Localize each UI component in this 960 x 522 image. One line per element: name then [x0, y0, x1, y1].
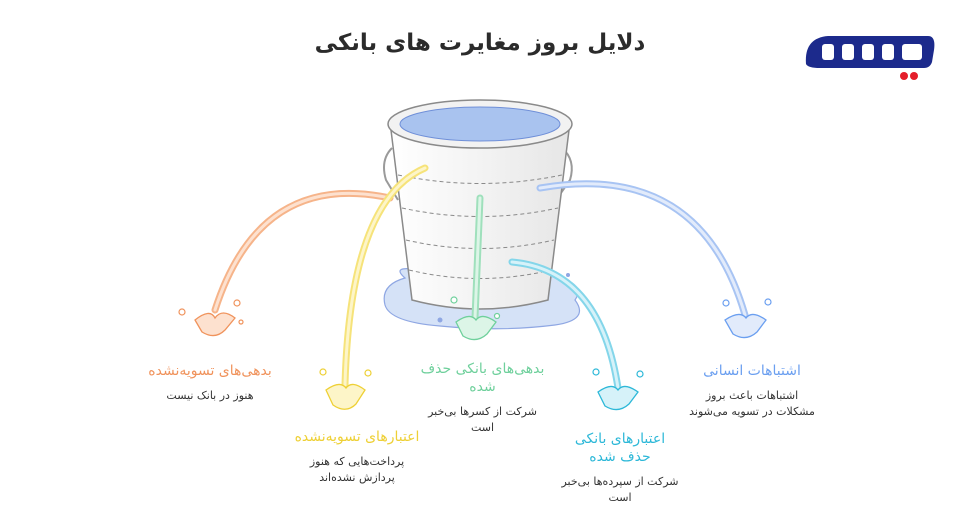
cause-description-line: شرکت از سپرده‌ها بی‌خبر	[561, 475, 679, 488]
cause-description-line: پرداخت‌هایی که هنوز	[309, 455, 405, 468]
cause-heading: اعتبارهای تسویه‌نشده	[294, 429, 420, 445]
cause-description: هنوز در بانک نیست	[166, 389, 254, 402]
cause-heading-line: حذف شده	[589, 449, 651, 465]
cause-human-errors: اشتباهات انسانی اشتباهات باعث بروز مشکلا…	[672, 362, 832, 420]
cause-heading: اشتباهات انسانی	[703, 363, 801, 379]
cause-description-line: اشتباهات باعث بروز	[705, 389, 799, 402]
cause-heading-line: بدهی‌های بانکی حذف	[420, 361, 545, 377]
cause-heading: بدهی‌های بانکی حذف شده	[400, 360, 565, 396]
bucket-water	[399, 106, 561, 142]
cause-heading: اعتبارهای بانکی حذف شده	[540, 430, 700, 466]
cause-omitted-bank-credits: اعتبارهای بانکی حذف شده شرکت از سپرده‌ها…	[540, 430, 700, 506]
stream-blue	[536, 180, 772, 339]
stream-cyan	[508, 258, 644, 411]
cause-unsettled-credits: اعتبارهای تسویه‌نشده پرداخت‌هایی که هنوز…	[262, 428, 452, 486]
cause-heading: بدهی‌های تسویه‌نشده	[148, 363, 272, 379]
cause-description: شرکت از سپرده‌ها بی‌خبر است	[540, 474, 700, 506]
bucket-handle-left	[383, 147, 399, 201]
cause-heading-line: اعتبارهای بانکی	[574, 431, 666, 447]
cause-description: پرداخت‌هایی که هنوز پردازش نشده‌اند	[262, 454, 452, 486]
cause-description-line: شرکت از کسرها بی‌خبر	[428, 405, 537, 418]
cause-description: شرکت از کسرها بی‌خبر است	[400, 404, 565, 436]
stream-green	[450, 194, 501, 341]
brand-logo-mark	[805, 36, 935, 80]
cause-description-line: است	[608, 491, 632, 504]
cause-description-line: است	[470, 421, 495, 434]
cause-description-line: مشکلات در تسویه می‌شوند	[689, 405, 815, 418]
cause-unsettled-debits: بدهی‌های تسویه‌نشده هنوز در بانک نیست	[120, 362, 300, 404]
cause-omitted-bank-debits: بدهی‌های بانکی حذف شده شرکت از کسرها بی‌…	[400, 360, 565, 436]
stream-orange	[178, 189, 394, 337]
cause-heading-line: شده	[469, 379, 496, 395]
cause-description-line: پردازش نشده‌اند	[319, 471, 395, 484]
cause-description: اشتباهات باعث بروز مشکلات در تسویه می‌شو…	[672, 388, 832, 420]
brand-logo	[800, 28, 940, 86]
page-title: دلایل بروز مغایرت های بانکی	[314, 30, 646, 56]
stream-yellow	[319, 164, 429, 410]
